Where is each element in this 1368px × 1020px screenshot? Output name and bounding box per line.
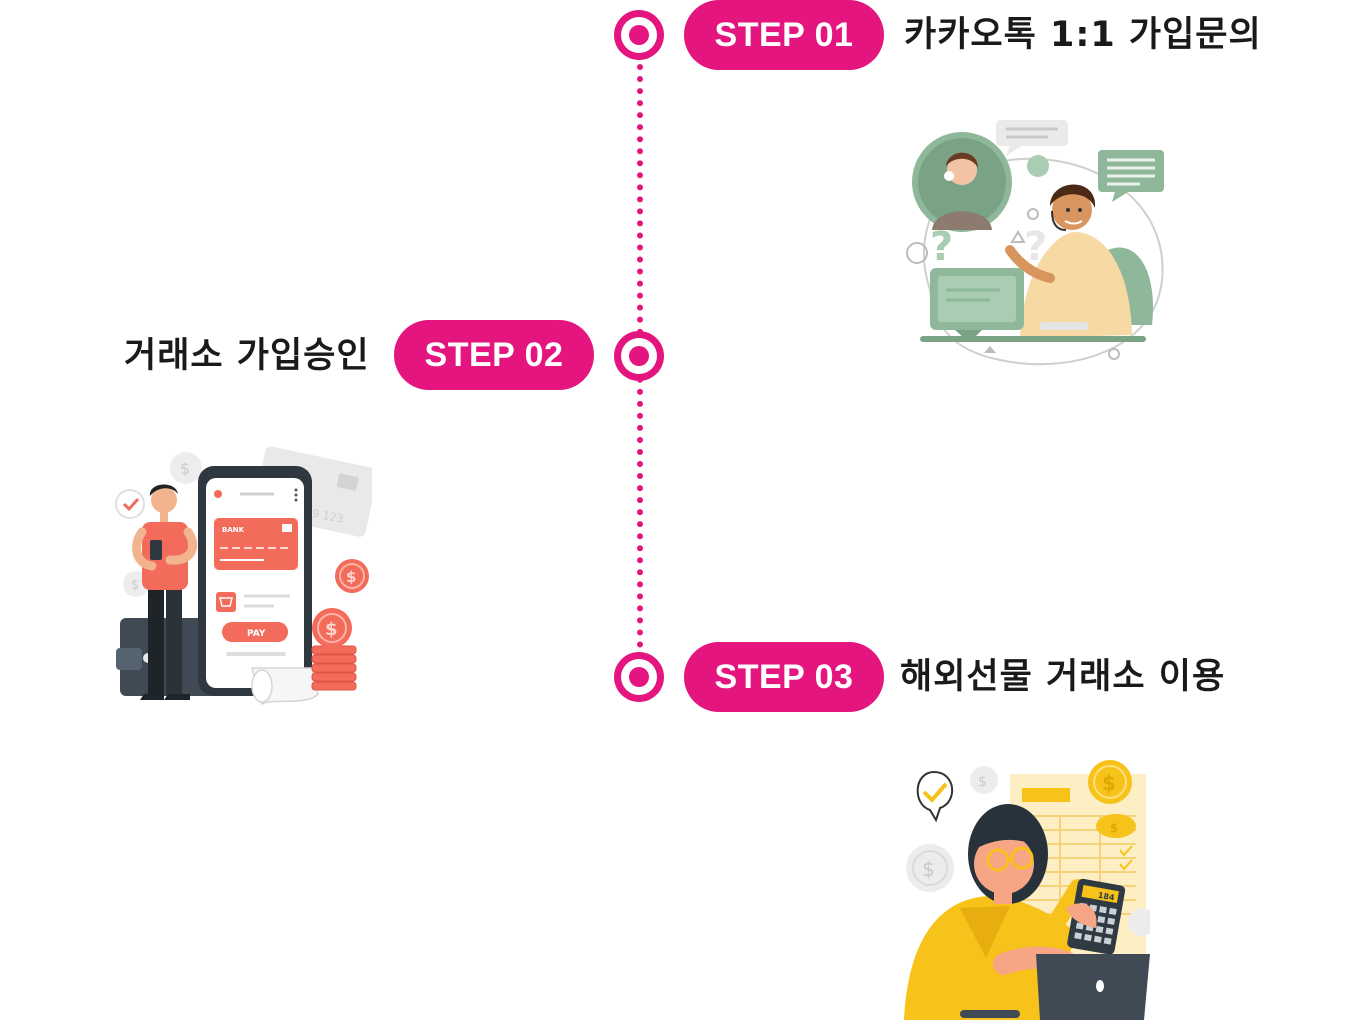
svg-text:$: $ [325,619,338,640]
svg-text:$: $ [1102,771,1116,795]
timeline-node-step-01 [614,10,664,60]
step-01-badge: STEP 01 [684,0,884,70]
svg-text:?: ? [1024,224,1047,270]
timeline-node-step-03 [614,652,664,702]
step-03-badge: STEP 03 [684,642,884,712]
svg-text:$: $ [346,568,356,586]
svg-text:$: $ [131,578,139,593]
pay-button-label: PAY [247,629,266,639]
step-02-title: 거래소 가입승인 [124,336,370,376]
customer-support-illustration: ? ? [906,120,1164,366]
timeline-node-step-02 [614,331,664,381]
svg-text:?: ? [930,224,953,270]
svg-text:$: $ [978,774,987,790]
step-02-badge: STEP 02 [394,320,594,390]
trading-calculator-illustration: $ $ $ $ 184 [904,760,1150,1020]
bank-card-label: BANK [222,526,245,534]
mobile-payment-illustration: 789 123 $ $ BANK PAY $ $ [115,446,372,706]
svg-text:$: $ [1110,821,1118,835]
svg-text:$: $ [180,459,190,478]
calculator-display: 184 [1097,891,1115,903]
step-03-title: 해외선물 거래소 이용 [900,657,1226,697]
step-01-title: 카카오톡 1:1 가입문의 [904,15,1262,55]
svg-text:$: $ [922,857,935,881]
